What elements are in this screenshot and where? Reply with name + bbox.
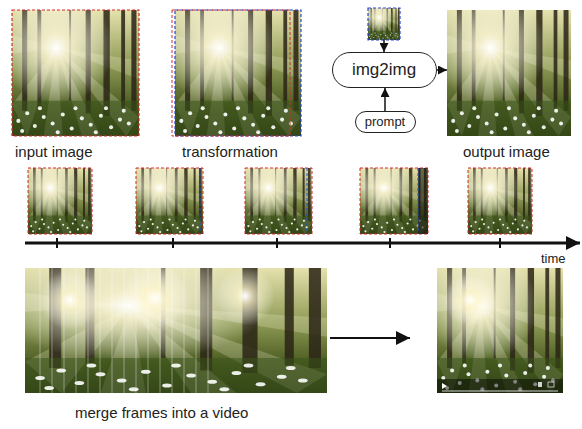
box-label: prompt bbox=[365, 115, 405, 129]
video-player bbox=[437, 268, 563, 393]
output-image-panel: output image bbox=[447, 10, 571, 161]
img2img-process-box: img2img bbox=[332, 52, 437, 88]
output-photo bbox=[447, 10, 571, 136]
transformation-panel: transformation bbox=[175, 10, 301, 161]
image-caption: transformation bbox=[182, 143, 301, 161]
frame-thumbnails bbox=[28, 168, 532, 234]
box-label: img2img bbox=[352, 61, 416, 80]
axis-label: time bbox=[541, 251, 566, 266]
flow-arrow bbox=[437, 69, 448, 71]
flow-arrow bbox=[384, 88, 386, 111]
caption-text: merge frames into a video bbox=[75, 404, 248, 421]
image-caption: output image bbox=[463, 143, 571, 161]
merged-frames-strip bbox=[25, 264, 327, 393]
merge-arrow bbox=[330, 337, 410, 339]
input-photo bbox=[12, 10, 139, 136]
timeline-arrow bbox=[25, 238, 580, 248]
transformed-photo bbox=[172, 10, 301, 136]
image-caption: input image bbox=[15, 143, 139, 161]
prompt-box: prompt bbox=[355, 111, 416, 133]
input-image-panel: input image bbox=[12, 10, 139, 161]
small-input-photo bbox=[368, 8, 400, 52]
